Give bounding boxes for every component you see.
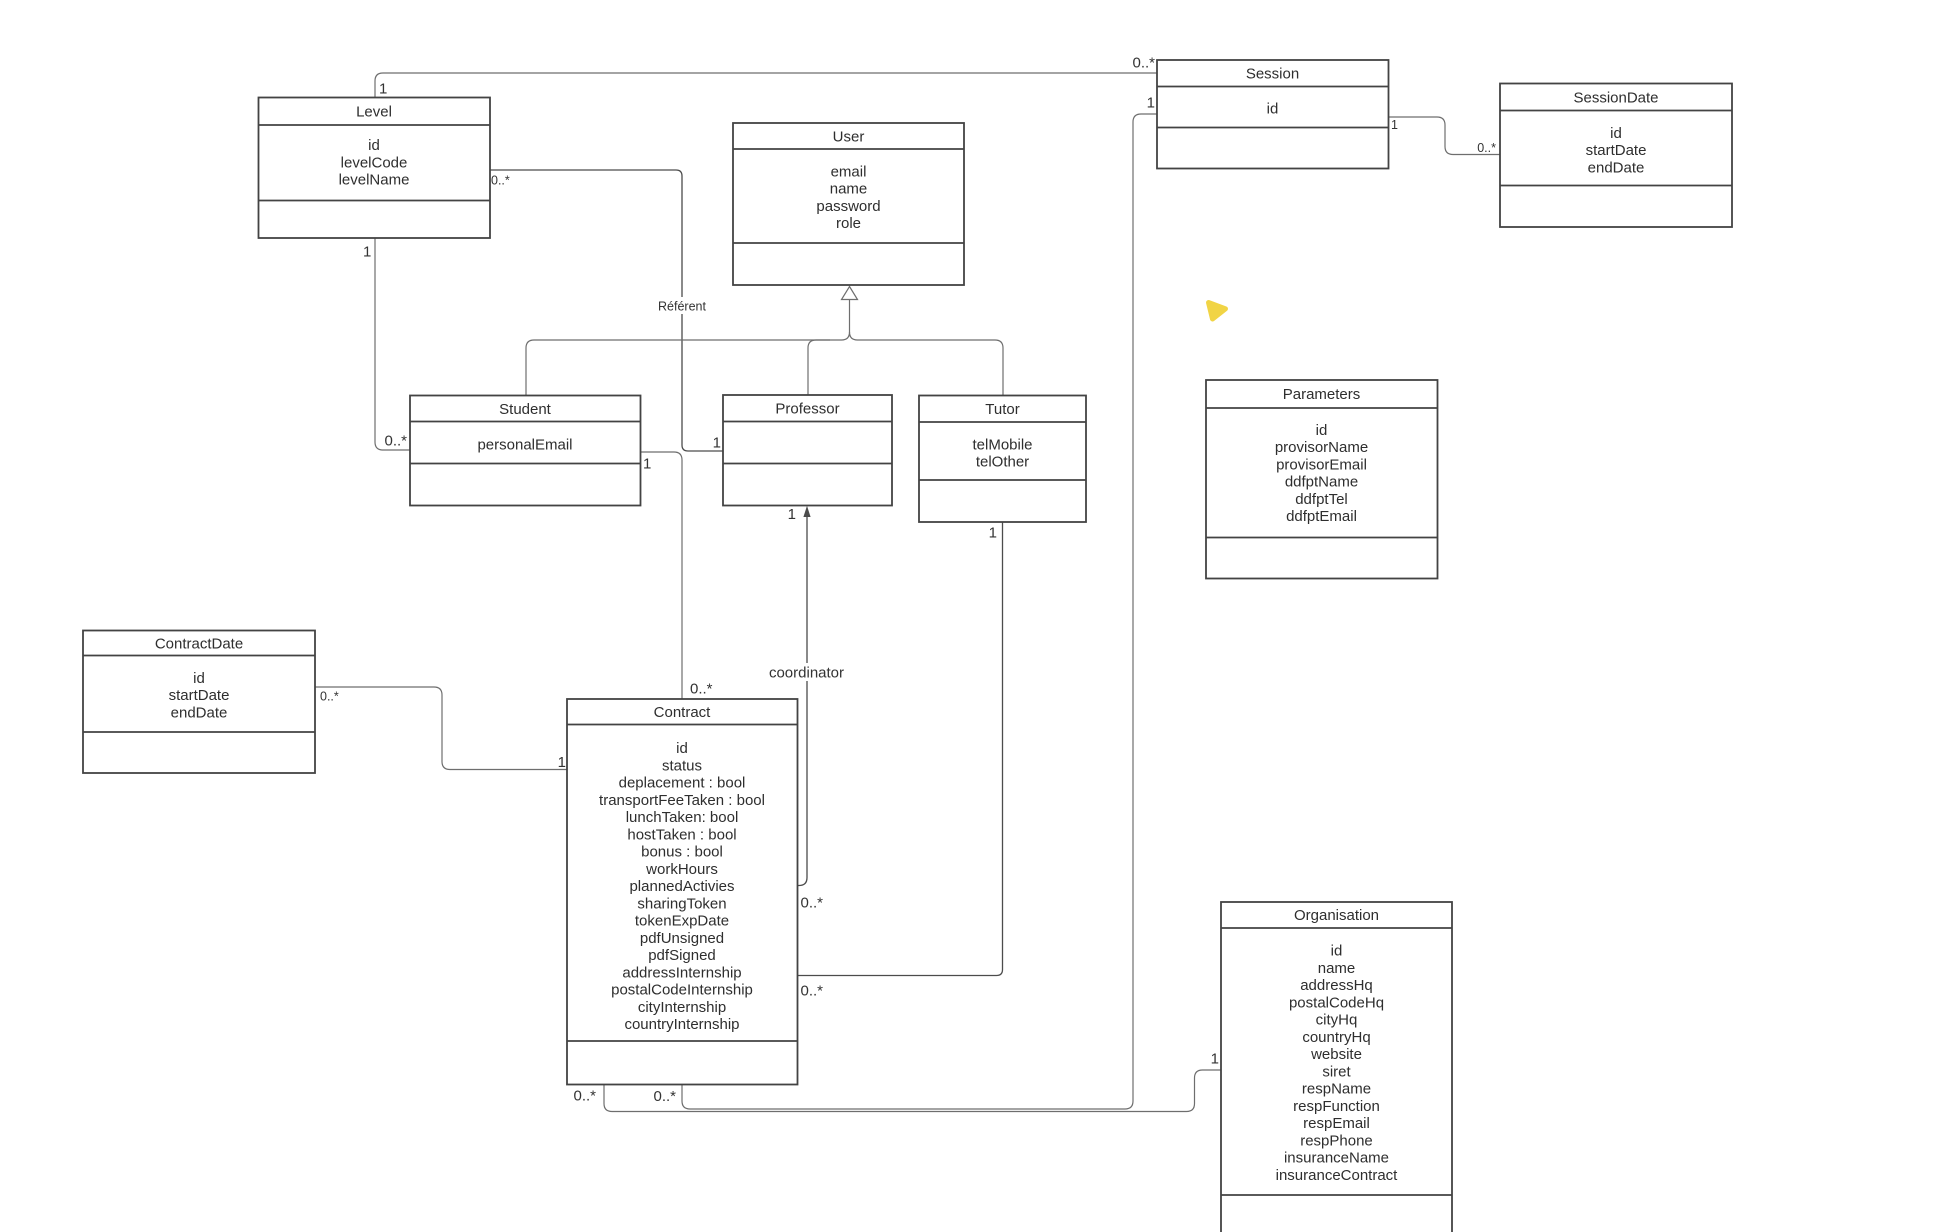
svg-text:tokenExpDate: tokenExpDate	[635, 913, 729, 930]
svg-text:levelName: levelName	[339, 172, 410, 189]
svg-text:email: email	[831, 163, 867, 180]
svg-text:SessionDate: SessionDate	[1573, 90, 1658, 107]
svg-text:id: id	[1267, 101, 1279, 118]
svg-text:lunchTaken: bool: lunchTaken: bool	[626, 809, 739, 826]
svg-text:status: status	[662, 757, 702, 774]
svg-text:transportFeeTaken : bool: transportFeeTaken : bool	[599, 792, 765, 809]
svg-text:Référent: Référent	[658, 300, 706, 314]
svg-text:role: role	[836, 215, 861, 232]
svg-text:respName: respName	[1302, 1081, 1371, 1098]
svg-text:countryInternship: countryInternship	[624, 1016, 739, 1033]
svg-text:password: password	[816, 198, 880, 215]
svg-text:telMobile: telMobile	[972, 436, 1032, 453]
svg-text:website: website	[1310, 1046, 1362, 1063]
svg-text:workHours: workHours	[645, 861, 718, 878]
svg-text:id: id	[368, 137, 380, 154]
svg-text:0..*: 0..*	[1477, 141, 1496, 155]
svg-text:id: id	[1316, 422, 1328, 439]
svg-text:0..*: 0..*	[801, 895, 824, 912]
svg-text:deplacement : bool: deplacement : bool	[619, 775, 746, 792]
svg-text:Student: Student	[499, 401, 552, 418]
svg-text:1: 1	[788, 506, 796, 523]
svg-text:bonus : bool: bonus : bool	[641, 844, 723, 861]
svg-text:1: 1	[1391, 118, 1398, 132]
svg-text:User: User	[833, 129, 865, 146]
svg-text:sharingToken: sharingToken	[637, 895, 726, 912]
svg-text:postalCodeHq: postalCodeHq	[1289, 995, 1384, 1012]
svg-text:respEmail: respEmail	[1303, 1115, 1370, 1132]
svg-text:addressHq: addressHq	[1300, 977, 1373, 994]
svg-text:1: 1	[1147, 95, 1155, 112]
svg-text:respFunction: respFunction	[1293, 1098, 1380, 1115]
svg-text:0..*: 0..*	[491, 174, 510, 188]
svg-text:id: id	[1331, 943, 1343, 960]
svg-text:name: name	[1318, 960, 1356, 977]
svg-text:0..*: 0..*	[690, 681, 713, 698]
svg-text:insuranceName: insuranceName	[1284, 1150, 1389, 1167]
svg-text:cityInternship: cityInternship	[638, 999, 726, 1016]
svg-text:plannedActivies: plannedActivies	[629, 878, 734, 895]
svg-text:ddfptEmail: ddfptEmail	[1286, 508, 1357, 525]
svg-text:personalEmail: personalEmail	[477, 437, 572, 454]
svg-text:1: 1	[713, 435, 721, 452]
svg-text:Level: Level	[356, 104, 392, 121]
svg-text:hostTaken : bool: hostTaken : bool	[627, 826, 736, 843]
svg-text:1: 1	[379, 81, 387, 98]
svg-text:provisorEmail: provisorEmail	[1276, 456, 1367, 473]
svg-text:countryHq: countryHq	[1302, 1029, 1370, 1046]
svg-text:telOther: telOther	[976, 454, 1029, 471]
svg-text:endDate: endDate	[171, 705, 228, 722]
svg-text:pdfSigned: pdfSigned	[648, 947, 716, 964]
svg-text:0..*: 0..*	[384, 433, 407, 450]
svg-text:0..*: 0..*	[653, 1088, 676, 1105]
svg-text:provisorName: provisorName	[1275, 439, 1368, 456]
svg-text:0..*: 0..*	[1133, 55, 1156, 72]
svg-text:Tutor: Tutor	[985, 401, 1019, 418]
svg-text:id: id	[1610, 125, 1622, 142]
svg-text:1: 1	[643, 456, 651, 473]
svg-text:1: 1	[989, 525, 997, 542]
svg-text:respPhone: respPhone	[1300, 1133, 1373, 1150]
svg-text:1: 1	[363, 244, 371, 261]
svg-text:siret: siret	[1322, 1064, 1351, 1081]
svg-text:postalCodeInternship: postalCodeInternship	[611, 982, 753, 999]
svg-text:0..*: 0..*	[320, 690, 339, 704]
svg-text:Session: Session	[1246, 66, 1299, 83]
svg-text:Professor: Professor	[775, 401, 839, 418]
svg-text:Contract: Contract	[654, 704, 712, 721]
svg-text:1: 1	[1211, 1051, 1219, 1068]
svg-text:endDate: endDate	[1588, 159, 1645, 176]
svg-text:0..*: 0..*	[573, 1088, 596, 1105]
svg-text:pdfUnsigned: pdfUnsigned	[640, 930, 724, 947]
svg-text:cityHq: cityHq	[1316, 1012, 1358, 1029]
svg-text:startDate: startDate	[1586, 142, 1647, 159]
svg-text:ddfptName: ddfptName	[1285, 474, 1358, 491]
svg-text:levelCode: levelCode	[341, 154, 408, 171]
svg-text:startDate: startDate	[169, 687, 230, 704]
svg-text:insuranceContract: insuranceContract	[1276, 1167, 1399, 1184]
svg-text:id: id	[676, 740, 688, 757]
svg-text:name: name	[830, 181, 868, 198]
svg-text:0..*: 0..*	[801, 983, 824, 1000]
svg-text:ContractDate: ContractDate	[155, 636, 243, 653]
svg-text:Organisation: Organisation	[1294, 907, 1379, 924]
svg-text:coordinator: coordinator	[769, 665, 844, 682]
svg-text:id: id	[193, 670, 205, 687]
svg-text:addressInternship: addressInternship	[622, 964, 741, 981]
svg-text:1: 1	[558, 754, 566, 771]
svg-text:Parameters: Parameters	[1283, 386, 1361, 403]
svg-text:ddfptTel: ddfptTel	[1295, 491, 1348, 508]
